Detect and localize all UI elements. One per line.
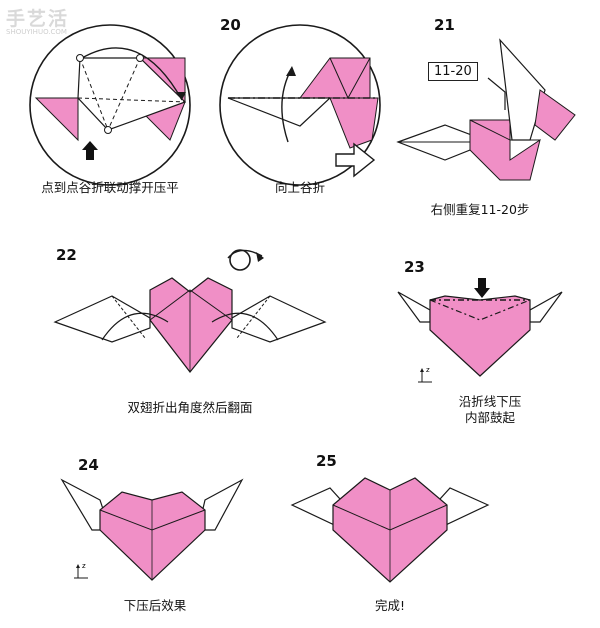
step-23-caption-line2: 内部鼓起	[440, 410, 540, 426]
step-25-number: 25	[316, 452, 337, 470]
step-23-figure: z	[398, 278, 562, 382]
z-axis-icon: z	[418, 366, 432, 382]
step-22-number: 22	[56, 246, 77, 264]
repeat-steps-tag: 11-20	[428, 62, 478, 81]
step-22-figure	[55, 250, 325, 372]
z-axis-icon-24: z	[74, 562, 88, 578]
step-24-figure: z	[62, 480, 242, 580]
step-24-caption: 下压后效果	[100, 598, 210, 614]
step-21-caption: 右侧重复11-20步	[420, 202, 540, 218]
step-21-number: 21	[434, 16, 455, 34]
step-22-caption: 双翅折出角度然后翻面	[110, 400, 270, 416]
step-23-number: 23	[404, 258, 425, 276]
step-25-figure	[292, 478, 488, 582]
svg-text:z: z	[426, 366, 430, 374]
step-21-figure	[398, 40, 575, 180]
step-20-number: 20	[220, 16, 241, 34]
step-23-caption-line1: 沿折线下压	[440, 394, 540, 410]
step-20-figure	[220, 25, 380, 185]
step-19-caption: 点到点谷折联动撑开压平	[30, 180, 190, 196]
step-24-number: 24	[78, 456, 99, 474]
step-25-caption: 完成!	[350, 598, 430, 614]
svg-text:z: z	[82, 562, 86, 570]
step-19-figure	[30, 25, 190, 185]
step-20-caption: 向上谷折	[240, 180, 360, 196]
